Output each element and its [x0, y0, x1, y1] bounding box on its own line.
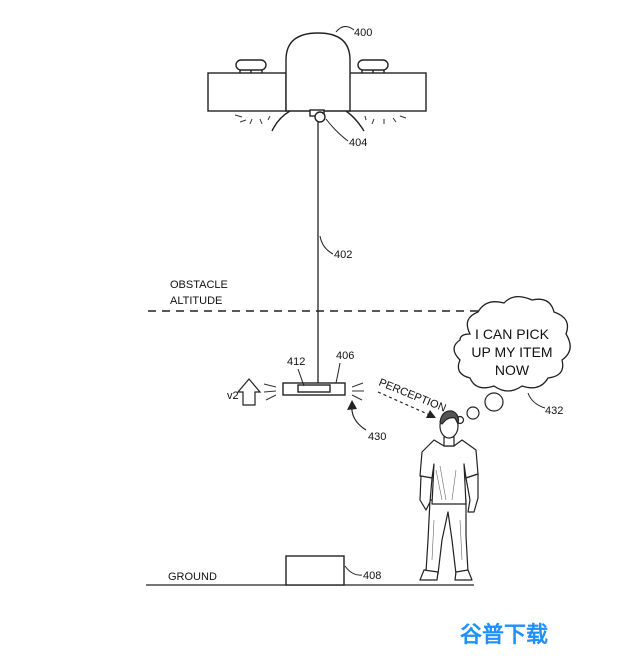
perception-dashed-line	[377, 391, 433, 417]
leader-404	[325, 118, 349, 142]
leader-400	[335, 26, 355, 33]
perception-label: PERCEPTION	[377, 377, 448, 415]
bubble-line-1: I CAN PICK	[475, 326, 550, 342]
perception-arrowhead	[426, 410, 436, 418]
bubble-line-3: NOW	[495, 362, 530, 378]
person-shading	[431, 465, 463, 561]
indicator-arrowhead	[347, 400, 357, 410]
payload-light-rays	[263, 382, 364, 401]
ref-406: 406	[336, 350, 354, 362]
ref-432: 432	[545, 405, 563, 417]
ref-412: 412	[287, 356, 305, 368]
leader-432	[527, 392, 546, 409]
obstacle-label-line1: OBSTACLE	[170, 279, 228, 291]
ground-label: GROUND	[168, 571, 217, 583]
leader-412	[297, 368, 305, 387]
watermark-logo: 谷普下载	[460, 622, 548, 648]
ref-402: 402	[334, 249, 352, 261]
up-arrow-icon	[236, 378, 262, 406]
ref-400: 400	[354, 27, 372, 39]
uav-drone	[207, 32, 427, 132]
thought-bubble	[453, 296, 571, 392]
leader-408	[344, 565, 363, 576]
bubble-line-2: UP MY ITEM	[471, 344, 552, 360]
velocity-label: v2	[227, 390, 239, 402]
thought-dot-2	[466, 406, 480, 420]
leader-406	[335, 362, 341, 384]
package-box	[285, 555, 345, 586]
leader-402	[319, 235, 334, 255]
person-figure	[419, 410, 479, 581]
thought-dot-1	[484, 392, 504, 412]
ref-430: 430	[368, 431, 386, 443]
ref-408: 408	[363, 570, 381, 582]
uav-light-rays	[234, 114, 407, 125]
payload-holder	[282, 382, 346, 396]
obstacle-label-line2: ALTITUDE	[170, 295, 222, 307]
ref-404: 404	[349, 137, 367, 149]
